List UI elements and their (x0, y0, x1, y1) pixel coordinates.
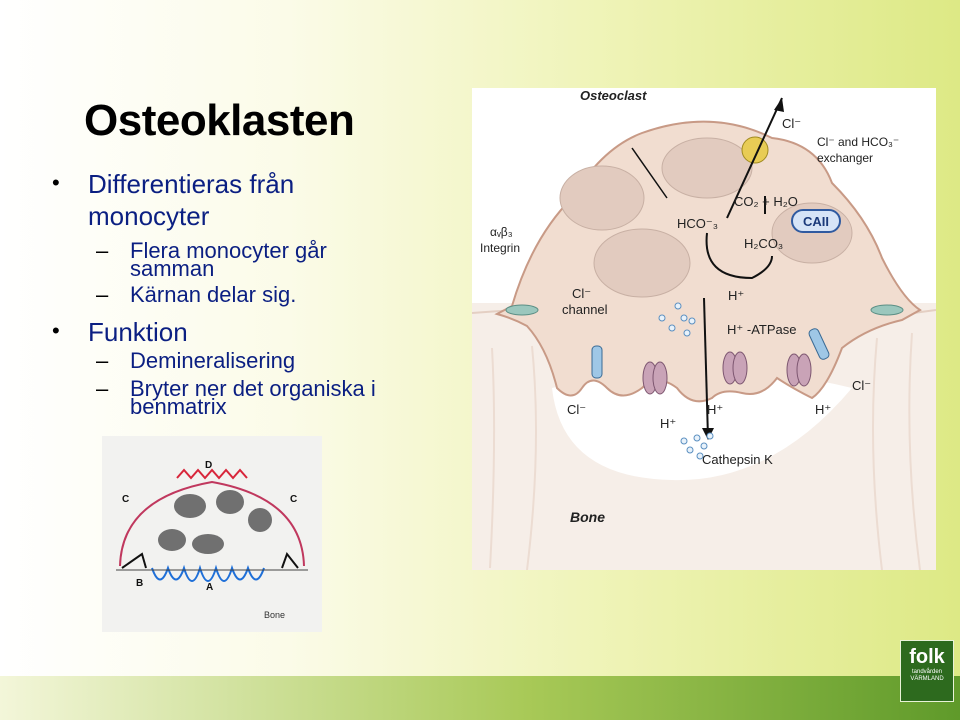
integrin-label-2: Integrin (480, 241, 520, 255)
logo-tagline: tandvården (911, 669, 943, 675)
dash: – (96, 238, 109, 263)
integrin-label: αᵥβ₃ (490, 225, 513, 239)
schematic-label-c-left: C (122, 494, 129, 505)
h-plus-1: H⁺ (660, 416, 676, 431)
dash: – (96, 376, 109, 401)
cl-left-label: Cl⁻ (567, 402, 586, 417)
h-plus-3: H⁺ (815, 402, 831, 417)
bullet-text: Funktion (88, 317, 188, 347)
subbullet-text: Bryter ner det organiska i (130, 376, 376, 401)
slide-title: Osteoklasten (84, 96, 355, 145)
logo-name: folk (909, 646, 945, 668)
schematic-label-b: B (136, 578, 143, 589)
dash: – (96, 348, 109, 373)
exchanger-label: Cl⁻ and HCO₃⁻ (817, 135, 899, 149)
bullet-dot: • (52, 170, 60, 195)
atpase-label: H⁺ -ATPase (727, 322, 796, 337)
bullet-text-cont: monocyter (88, 201, 210, 231)
subbullet-text: Demineralisering (130, 348, 296, 373)
subbullet-text-cont: benmatrix (130, 394, 227, 419)
logo-region: VÄRMLAND (910, 676, 944, 682)
dash: – (96, 282, 109, 307)
osteoclast-diagram: CAII Osteoclast Cl⁻ Cl⁻ and HCO₃⁻ exchan… (471, 88, 937, 571)
subbullet-text-cont: samman (130, 256, 215, 281)
cl-channel-label: Cl⁻ (572, 286, 591, 301)
h-plus-2: H⁺ (707, 402, 723, 417)
h-plus-label: H⁺ (728, 288, 744, 303)
subbullet-text: Flera monocyter går (130, 238, 327, 263)
bullet-dot: • (52, 318, 60, 343)
schematic-label-c-right: C (290, 494, 297, 505)
schematic-label-a: A (206, 582, 213, 593)
osteoclast-schematic: D C C B A Bone (102, 436, 322, 632)
cl-top-label: Cl⁻ (782, 116, 801, 131)
exchanger-label-2: exchanger (817, 151, 873, 165)
h2co3-label: H₂CO₃ (744, 236, 783, 251)
cathepsin-label: Cathepsin K (702, 452, 773, 467)
subbullet-text: Kärnan delar sig. (130, 282, 297, 307)
cl-right-label: Cl⁻ (852, 378, 871, 393)
bone-label: Bone (570, 509, 605, 525)
bullet-text: Differentieras från (88, 169, 295, 199)
cl-channel-label-2: channel (562, 302, 608, 317)
schematic-label-d: D (205, 460, 212, 471)
caii-label: CAII (803, 214, 829, 229)
folktandvarden-logo: folk tandvården VÄRMLAND (900, 640, 954, 702)
schematic-label-bone: Bone (264, 610, 285, 620)
hco3-label: HCO⁻₃ (677, 216, 718, 231)
co2-reaction: CO₂ + H₂O (734, 194, 798, 209)
osteoclast-title: Osteoclast (580, 88, 647, 103)
footer-bar (0, 676, 960, 720)
